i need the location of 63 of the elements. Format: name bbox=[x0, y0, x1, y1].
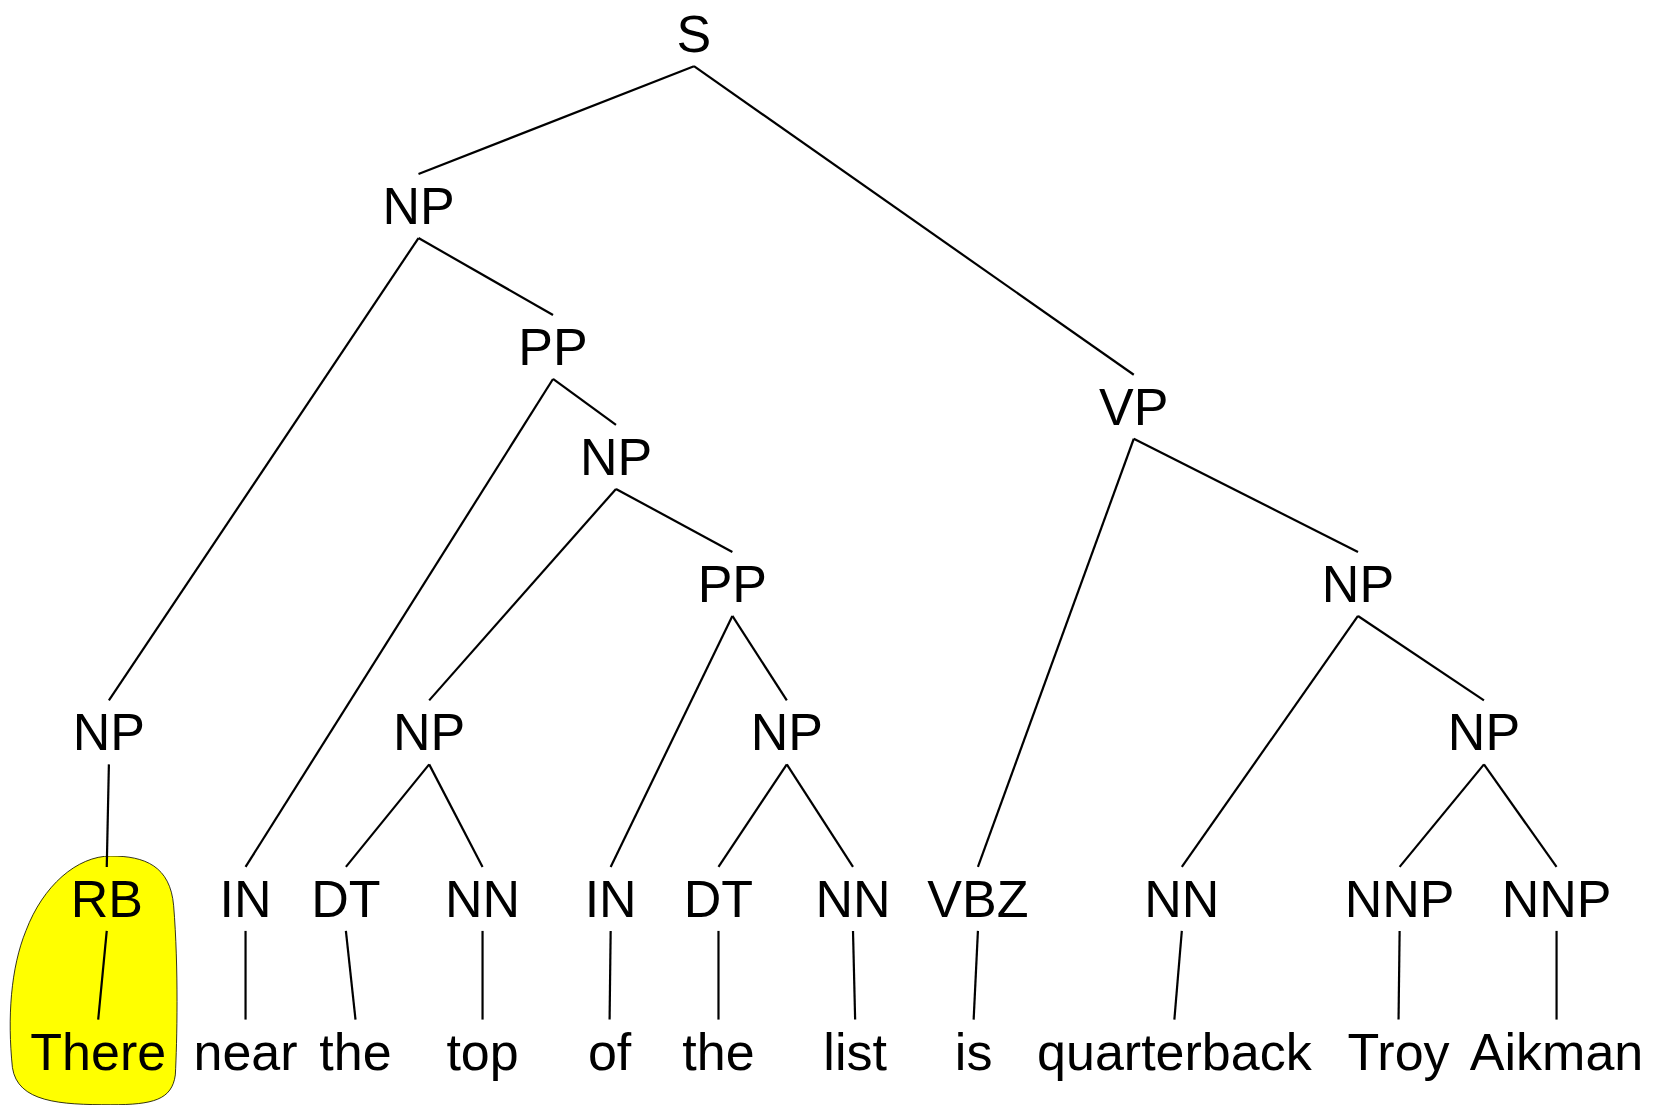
tree-label: VP bbox=[1099, 380, 1169, 433]
word: is bbox=[954, 1025, 993, 1078]
tree-label: NP bbox=[72, 706, 145, 759]
tree-branch bbox=[1555, 930, 1558, 1020]
tree-branch bbox=[417, 237, 554, 316]
tree-label: DT bbox=[683, 872, 754, 925]
tree-branch bbox=[1357, 615, 1485, 702]
tree-branch bbox=[785, 763, 854, 868]
tree-branch bbox=[608, 930, 612, 1020]
tree-label: IN bbox=[219, 872, 272, 925]
tree-branch bbox=[344, 930, 357, 1020]
tree-branch bbox=[976, 438, 1135, 868]
tree-label: NP bbox=[382, 180, 455, 233]
tree-branch bbox=[105, 764, 110, 867]
tree-branch bbox=[107, 237, 420, 701]
tree-label: NNP bbox=[1344, 872, 1455, 925]
tree-branch bbox=[972, 930, 979, 1020]
tree-branch bbox=[1133, 437, 1359, 553]
tree-label: PP bbox=[518, 320, 588, 373]
word: the bbox=[319, 1025, 392, 1078]
tree-branch bbox=[345, 763, 431, 868]
tree-branch bbox=[428, 763, 484, 868]
tree-label: VBZ bbox=[927, 872, 1029, 925]
tree-branch bbox=[428, 488, 617, 702]
word: the bbox=[682, 1025, 755, 1078]
tree-branch bbox=[851, 930, 857, 1020]
tree-branch bbox=[615, 487, 733, 553]
tree-branch bbox=[609, 615, 734, 868]
word: near bbox=[193, 1025, 298, 1078]
word: of bbox=[587, 1025, 632, 1078]
tree-label: RB bbox=[70, 872, 143, 925]
tree-branch bbox=[1173, 930, 1183, 1020]
tree-label: NN bbox=[1144, 872, 1220, 925]
tree-branch bbox=[1483, 763, 1558, 868]
word: There bbox=[30, 1025, 167, 1078]
tree-branch bbox=[418, 65, 695, 176]
tree-label: NP bbox=[579, 430, 653, 483]
tree-branch bbox=[1397, 930, 1401, 1020]
tree-label: NP bbox=[1321, 557, 1395, 610]
tree-label: NN bbox=[815, 872, 891, 925]
tree-branch bbox=[97, 930, 108, 1020]
tree-label: NP bbox=[1447, 706, 1521, 759]
tree-branch bbox=[717, 930, 720, 1020]
tree-branch bbox=[244, 378, 554, 868]
tree-branch bbox=[731, 615, 788, 701]
tree-label: NNP bbox=[1501, 872, 1612, 925]
tree-branch bbox=[552, 378, 617, 426]
word: Aikman bbox=[1469, 1025, 1644, 1078]
tree-label: PP bbox=[697, 557, 768, 610]
tree-branch bbox=[717, 763, 788, 868]
tree-branch bbox=[1180, 615, 1359, 868]
tree-label: NP bbox=[750, 706, 823, 759]
tree-label: IN bbox=[584, 872, 637, 925]
tree-label: S bbox=[676, 8, 712, 61]
tree-label: NN bbox=[445, 872, 521, 925]
tree-label: DT bbox=[311, 872, 381, 925]
tree-branch bbox=[244, 930, 247, 1020]
tree-branch bbox=[693, 65, 1135, 376]
tree-label: NP bbox=[393, 706, 466, 759]
word: list bbox=[823, 1025, 887, 1078]
highlight-shape bbox=[8, 856, 179, 1105]
tree-branch bbox=[1398, 763, 1485, 868]
tree-branch bbox=[481, 930, 484, 1020]
